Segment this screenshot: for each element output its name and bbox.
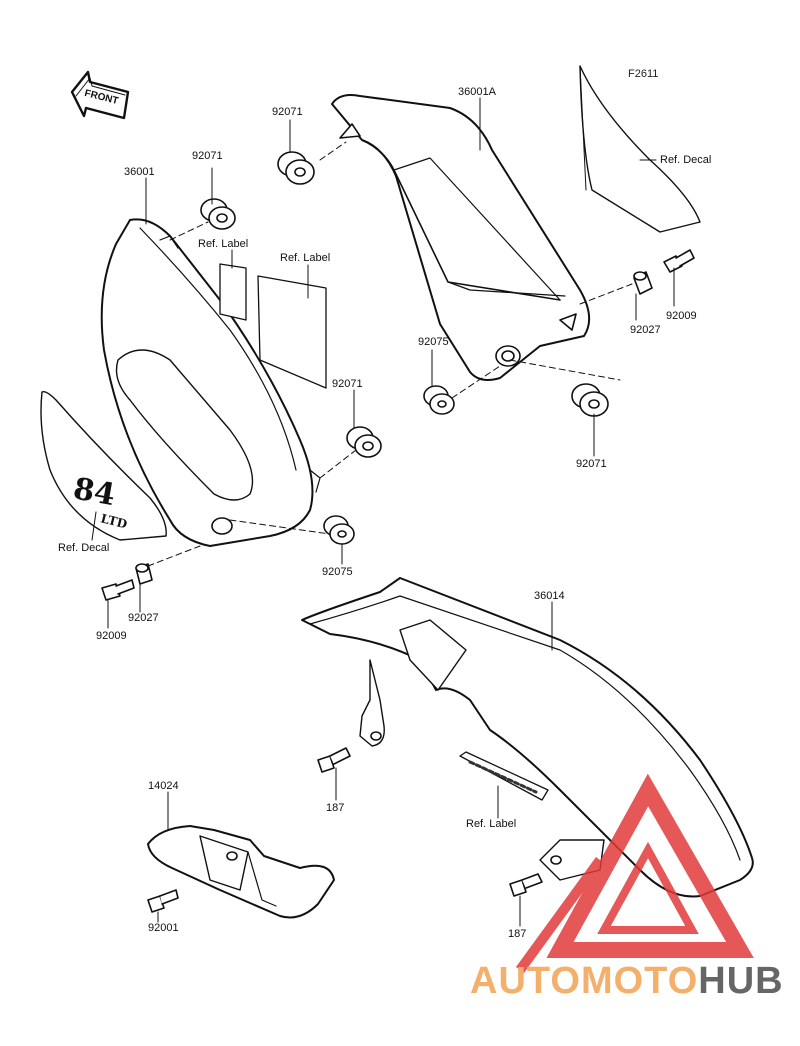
ref-decal-left-panel: 84 LTD [40, 390, 167, 541]
label-92075-top: 92075 [418, 336, 449, 348]
label-92071-mid: 92071 [332, 378, 363, 390]
bolt-92009-right [663, 249, 695, 273]
grommet-92075-top [423, 385, 455, 415]
label-ref-decal-left: Ref. Decal [58, 542, 110, 554]
grommet-92071-left [200, 198, 236, 230]
watermark-text: AUTOMOTOHUB [470, 956, 800, 1006]
label-92075-bot: 92075 [322, 566, 353, 578]
bolt-92001 [147, 889, 179, 913]
grommet-92075-bot [323, 515, 355, 545]
label-92027-left: 92027 [128, 612, 159, 624]
label-92071-top: 92071 [272, 106, 303, 118]
collar-92027-left [135, 563, 153, 585]
grommet-92071-right [571, 383, 609, 417]
label-36014: 36014 [534, 590, 565, 602]
collar-92027-right [633, 271, 653, 295]
svg-text:LTD: LTD [99, 511, 128, 531]
label-187-mid: 187 [326, 802, 345, 814]
label-92009-left: 92009 [96, 630, 127, 642]
ref-label-big-rect [257, 275, 327, 389]
svg-text:84: 84 [71, 471, 118, 513]
figure-code: F2611 [628, 68, 659, 80]
label-14024: 14024 [148, 780, 179, 792]
right-side-cover-36001A [331, 94, 591, 381]
left-side-cover-36001 [100, 218, 321, 547]
guard-14024 [147, 825, 335, 919]
ref-label-small-rect [219, 263, 247, 321]
ref-decal-top-panel [579, 65, 701, 233]
watermark-part2: HUB [698, 960, 784, 1002]
label-ref-decal-top: Ref. Decal [660, 154, 712, 166]
leader-lines [91, 97, 675, 927]
label-ref-label-big: Ref. Label [280, 252, 331, 264]
watermark-part1: AUTOMOTO [470, 960, 699, 1002]
label-92009-right: 92009 [666, 310, 697, 322]
bolt-187-right [509, 873, 543, 897]
label-ref-label-chain: Ref. Label [466, 818, 517, 830]
grommet-92071-top [277, 151, 315, 185]
label-187-right: 187 [508, 928, 527, 940]
label-92071-right: 92071 [576, 458, 607, 470]
label-36001A: 36001A [458, 86, 496, 98]
label-36001: 36001 [124, 166, 155, 178]
front-arrow-icon [70, 70, 130, 120]
label-92001: 92001 [148, 922, 179, 934]
label-ref-label-small: Ref. Label [198, 238, 249, 250]
label-92027-right: 92027 [630, 324, 661, 336]
bolt-92009-left [101, 579, 135, 601]
bolt-187-mid [317, 747, 351, 773]
label-92071-left: 92071 [192, 150, 223, 162]
watermark-logo-icon [515, 773, 754, 973]
grommet-92071-mid [346, 426, 382, 458]
